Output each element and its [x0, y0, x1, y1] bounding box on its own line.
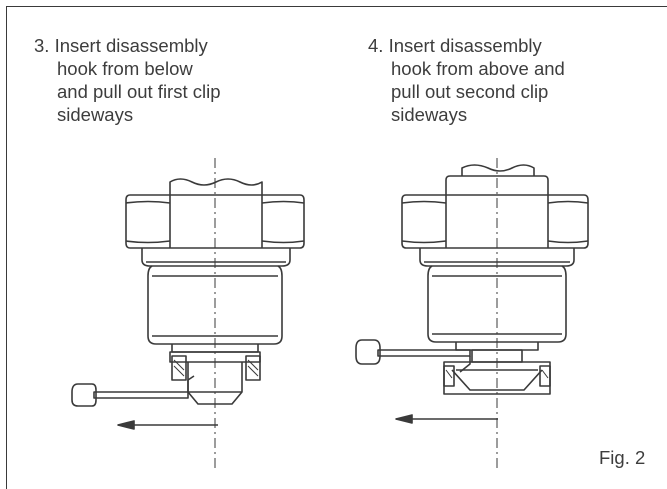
- right-body: [427, 265, 567, 343]
- right-hook-tip: [459, 356, 471, 373]
- left-hex-chamfer-3: [125, 240, 171, 244]
- right-hex-chamfer-1: [401, 200, 447, 204]
- right-clip-first: [443, 365, 455, 387]
- step-4-line-4: sideways: [391, 104, 468, 125]
- right-clip-second: [539, 365, 551, 387]
- left-hook-handle: [71, 383, 97, 407]
- step-4-instruction: 4. Insert disassembly hook from above an…: [368, 34, 565, 126]
- step-3-line-3: and pull out first clip: [57, 81, 221, 102]
- right-fitting: [355, 158, 589, 470]
- figure-frame: [6, 6, 667, 489]
- step-4-number: 4.: [368, 35, 384, 56]
- figure-label: Fig. 2: [599, 447, 646, 468]
- left-collar: [141, 248, 291, 267]
- step-4-line-3: pull out second clip: [391, 81, 549, 102]
- step-3-text-1: Insert disassembly: [54, 35, 208, 56]
- right-hex-chamfer-4: [547, 240, 589, 244]
- right-cap: [445, 175, 549, 195]
- left-disassembly-hook: [93, 391, 189, 399]
- right-broken-stem: [461, 164, 535, 176]
- step-4-text-1: Insert disassembly: [388, 35, 542, 56]
- left-fitting: [71, 158, 305, 470]
- step-3-instruction: 3. Insert disassembly hook from below an…: [34, 34, 221, 126]
- left-hook-tip: [187, 375, 195, 392]
- step-4-line-1: 4. Insert disassembly: [368, 34, 565, 57]
- step-3-number: 3.: [34, 35, 50, 56]
- right-direction-arrow: [395, 414, 498, 424]
- left-direction-arrow: [117, 420, 218, 430]
- left-hex-chamfer-4: [261, 240, 305, 244]
- left-broken-stem: [169, 178, 263, 195]
- left-hex-nut: [125, 194, 305, 249]
- right-disassembly-hook: [377, 349, 471, 357]
- step-3-line-2: hook from below: [57, 58, 193, 79]
- right-collar: [419, 248, 575, 267]
- left-clip-first: [171, 355, 187, 381]
- right-hex-chamfer-3: [401, 240, 447, 244]
- right-hex-chamfer-2: [547, 200, 589, 204]
- right-clip-pocket: [451, 369, 543, 391]
- step-4-line-2: hook from above and: [391, 58, 565, 79]
- right-hook-handle: [355, 339, 381, 365]
- step-3-line-1: 3. Insert disassembly: [34, 34, 221, 57]
- left-hex-chamfer-1: [125, 200, 171, 204]
- left-hex-chamfer-2: [261, 200, 305, 204]
- step-3-line-4: sideways: [57, 104, 134, 125]
- left-body: [147, 265, 283, 345]
- right-hex-nut: [401, 194, 589, 249]
- left-clip-second: [245, 355, 261, 381]
